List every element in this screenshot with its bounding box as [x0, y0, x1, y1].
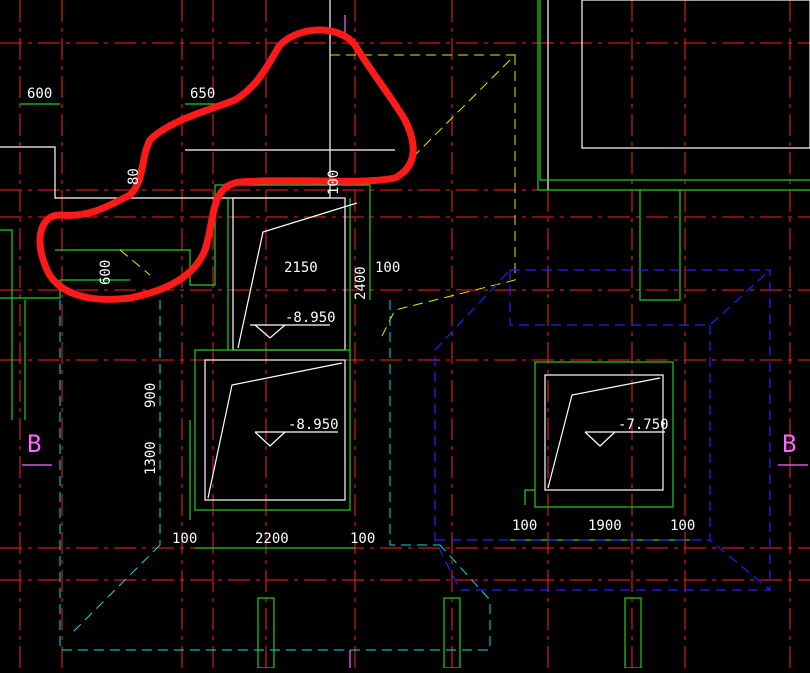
grid-label-left: B: [27, 430, 41, 458]
grid-label-right: B: [782, 430, 796, 458]
dim-bottom-left-100: 100: [172, 531, 197, 547]
elevation-pit-lower: -8.950: [288, 417, 339, 433]
dim-red-outline-partial: 80: [126, 168, 142, 185]
dim-left-1300: 1300: [143, 441, 159, 475]
cyan-lines: [59, 300, 491, 651]
blue-lines: [434, 269, 771, 591]
dim-right-1900: 1900: [588, 518, 622, 534]
dim-col-top-100: 100: [326, 170, 342, 195]
dim-pit-width-2150: 2150: [284, 260, 318, 276]
dim-bottom-100b: 100: [350, 531, 375, 547]
dim-top-650: 650: [190, 86, 215, 102]
elevation-pit-right: -7.750: [618, 417, 669, 433]
grid-markers: [22, 15, 808, 668]
red-markup-outline: [36, 26, 417, 303]
dim-right-100: 100: [375, 260, 400, 276]
elevation-pit-upper: -8.950: [285, 310, 336, 326]
dim-pit-depth-2400: 2400: [353, 266, 369, 300]
dim-right-left-100: 100: [512, 518, 537, 534]
dim-top-left-600: 600: [27, 86, 52, 102]
pit-symbols: [207, 202, 665, 499]
yellow-lines: [119, 54, 517, 341]
dim-right-right-100: 100: [670, 518, 695, 534]
white-outlines: [0, 0, 810, 501]
dim-left-600: 600: [98, 260, 114, 285]
dim-bottom-2200: 2200: [255, 531, 289, 547]
dim-left-900: 900: [143, 383, 159, 408]
